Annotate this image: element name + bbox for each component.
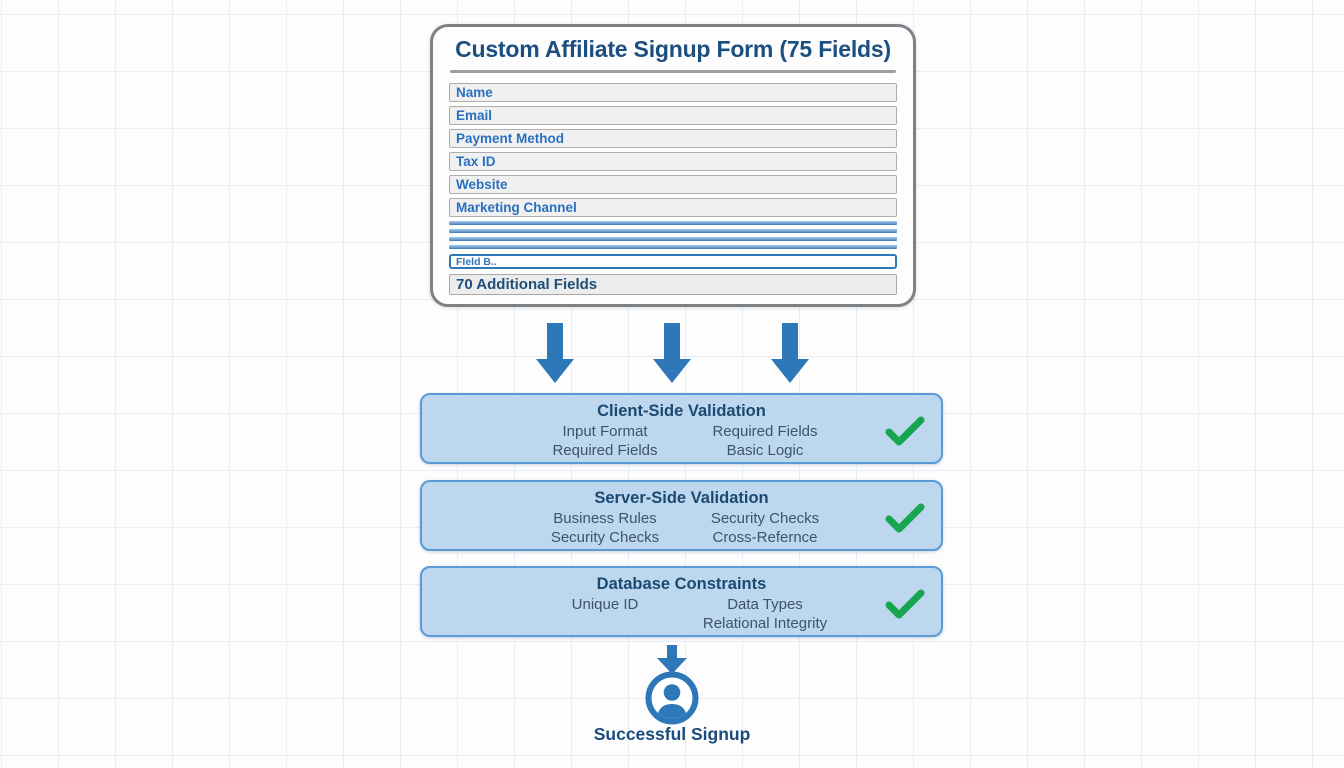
- stage-title: Server-Side Validation: [594, 489, 769, 507]
- stage-item: Input Format: [562, 423, 648, 440]
- stage-item: Unique ID: [571, 596, 639, 613]
- title-divider: [450, 70, 896, 73]
- form-card-title: Custom Affiliate Signup Form (75 Fields): [455, 36, 891, 62]
- additional-fields-row: 70 Additional Fields: [449, 274, 897, 295]
- form-field-payment-method: Payment Method: [449, 129, 897, 148]
- field-stripe: [449, 245, 897, 249]
- stage-items: Input Format Required Fields Required Fi…: [525, 422, 845, 460]
- result-label: Successful Signup: [593, 724, 751, 744]
- stage-item: Security Checks: [710, 510, 820, 527]
- stage-title: Client-Side Validation: [597, 402, 766, 420]
- collapsed-field-row: FIeld B..: [449, 254, 897, 269]
- stage-item: Required Fields: [712, 423, 818, 440]
- check-icon: [885, 589, 925, 619]
- stage-title: Database Constraints: [596, 575, 767, 593]
- stage-items: Unique ID Data Types Relational Integrit…: [525, 595, 845, 633]
- stage-database-constraints: Database Constraints Unique ID Data Type…: [420, 566, 943, 637]
- stage-item: Basic Logic: [726, 442, 804, 459]
- stage-item: [525, 614, 685, 633]
- stage-items: Business Rules Security Checks Security …: [525, 509, 845, 547]
- down-arrow-icon: [771, 323, 809, 383]
- field-stripe: [449, 221, 897, 225]
- form-field-email: Email: [449, 106, 897, 125]
- check-icon: [885, 503, 925, 533]
- form-fields: Name Email Payment Method Tax ID Website…: [449, 83, 897, 217]
- stage-server-side-validation: Server-Side Validation Business Rules Se…: [420, 480, 943, 551]
- form-field-marketing-channel: Marketing Channel: [449, 198, 897, 217]
- stage-item: Business Rules: [553, 510, 657, 527]
- down-arrow-icon: [653, 323, 691, 383]
- stage-item: Data Types: [727, 596, 803, 613]
- check-icon: [885, 416, 925, 446]
- stage-item: Cross-Refernce: [712, 529, 818, 546]
- stage-item: Security Checks: [550, 529, 660, 546]
- form-field-website: Website: [449, 175, 897, 194]
- form-field-name: Name: [449, 83, 897, 102]
- field-stripe: [449, 237, 897, 241]
- field-stripe: [449, 229, 897, 233]
- form-field-tax-id: Tax ID: [449, 152, 897, 171]
- compressed-fields-stripes: [449, 221, 897, 249]
- down-arrow-icon: [536, 323, 574, 383]
- user-icon: [645, 671, 699, 725]
- stage-item: Relational Integrity: [702, 615, 828, 632]
- down-arrow-icon: [657, 645, 687, 674]
- form-card: Custom Affiliate Signup Form (75 Fields)…: [430, 24, 916, 307]
- stage-client-side-validation: Client-Side Validation Input Format Requ…: [420, 393, 943, 464]
- stage-item: Required Fields: [552, 442, 658, 459]
